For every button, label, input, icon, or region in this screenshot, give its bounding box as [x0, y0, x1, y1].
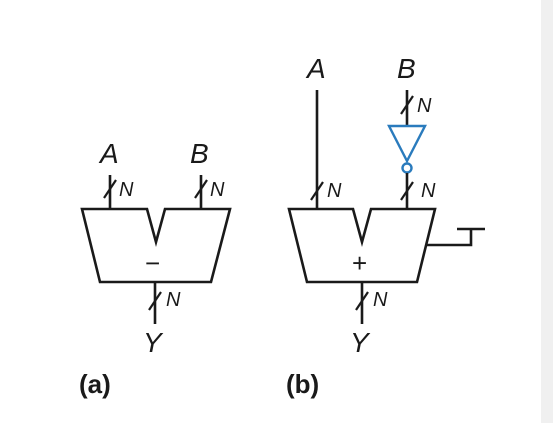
input-b-width-label-top: N	[417, 95, 432, 117]
subtractor-body	[80, 207, 232, 284]
output-bus-slash	[148, 291, 162, 311]
input-b-bus-slash-top	[400, 95, 414, 115]
input-a-bus-slash	[103, 179, 117, 199]
inverter-bubble-icon	[401, 162, 413, 174]
inverter-icon	[387, 124, 427, 164]
input-a-width-label: N	[327, 180, 342, 202]
plus-operator: +	[352, 248, 367, 278]
input-a-bus-slash	[310, 181, 324, 201]
input-b-label: B	[397, 53, 416, 84]
minus-operator: −	[145, 248, 160, 278]
input-a-label: A	[98, 138, 119, 169]
input-b-bus-slash	[194, 179, 208, 199]
adder-body	[287, 207, 437, 284]
input-a-label: A	[305, 53, 326, 84]
carry-in-wire	[427, 229, 473, 247]
caption-b: (b)	[286, 369, 319, 399]
output-y-label: Y	[350, 327, 371, 358]
output-width-label: N	[373, 289, 388, 311]
input-a-width-label: N	[119, 179, 134, 201]
output-y-label: Y	[143, 327, 164, 358]
input-b-width-label-bottom: N	[421, 180, 436, 202]
input-b-bus-slash-bottom	[400, 181, 414, 201]
output-bus-slash	[355, 291, 369, 311]
diagram-background	[0, 0, 541, 423]
caption-a: (a)	[79, 369, 111, 399]
subtractor-implementation: A B N N N + N Y (b)	[286, 53, 485, 399]
subtractor-symbol: A B N N − N Y (a)	[79, 138, 232, 399]
output-width-label: N	[166, 289, 181, 311]
input-b-label: B	[190, 138, 209, 169]
input-b-width-label: N	[210, 179, 225, 201]
